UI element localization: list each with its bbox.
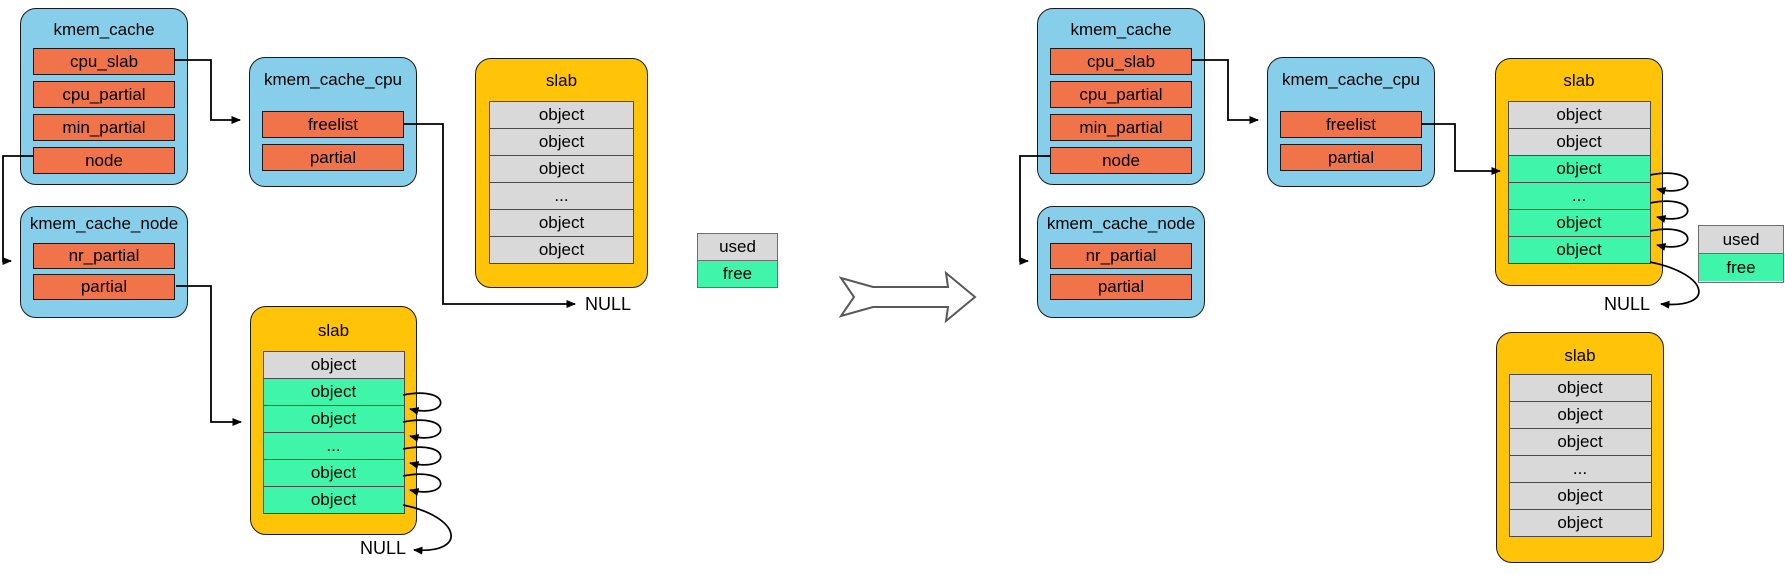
struct-title: kmem_cache_node <box>1046 214 1196 233</box>
field-row-freelist: freelist <box>262 111 404 138</box>
object-row: object <box>263 405 404 432</box>
object-row-ellipsis: ... <box>490 182 633 209</box>
object-row: object <box>1508 155 1650 182</box>
object-row: object <box>1509 482 1651 509</box>
legend: used free <box>697 233 778 288</box>
object-row: object <box>263 352 404 378</box>
field-row-nr-partial: nr_partial <box>1050 243 1192 269</box>
slab-title: slab <box>1563 71 1595 90</box>
kmem-cache-node-box: kmem_cache_node nr_partial partial <box>1037 206 1205 318</box>
legend-free-row: free <box>698 261 777 287</box>
struct-title: kmem_cache <box>53 20 155 39</box>
slab-title: slab <box>317 321 350 340</box>
object-list: object object object ... object object <box>1508 374 1652 537</box>
field-row-partial: partial <box>1050 274 1192 300</box>
object-row-ellipsis: ... <box>1508 182 1650 209</box>
object-list: object object object ... object object <box>1507 101 1651 264</box>
legend-used-row: used <box>698 234 777 261</box>
field-row-node: node <box>1050 147 1192 174</box>
legend: used free <box>1698 225 1784 283</box>
object-row: object <box>490 236 633 263</box>
object-row: object <box>263 486 404 513</box>
object-row: object <box>490 102 633 128</box>
object-row: object <box>490 128 633 155</box>
field-row-cpu-partial: cpu_partial <box>1050 81 1192 108</box>
field-row-cpu-partial: cpu_partial <box>33 81 175 108</box>
slab-box-cpu: slab object object object ... object obj… <box>1495 58 1663 286</box>
field-row-min-partial: min_partial <box>33 114 175 141</box>
object-row: object <box>1509 401 1651 428</box>
null-label: NULL <box>585 294 632 314</box>
object-list: object object object ... object object <box>489 101 634 264</box>
field-row-min-partial: min_partial <box>1050 114 1192 141</box>
field-row-partial: partial <box>262 144 404 171</box>
struct-title: kmem_cache_cpu <box>264 70 402 89</box>
object-row: object <box>1508 236 1650 263</box>
object-row: object <box>263 459 404 486</box>
object-row-ellipsis: ... <box>1509 455 1651 482</box>
field-row-cpu-slab: cpu_slab <box>33 48 175 75</box>
null-label: NULL <box>1604 294 1651 314</box>
object-row: object <box>1509 428 1651 455</box>
struct-title: kmem_cache_cpu <box>1282 70 1420 89</box>
object-row: object <box>1508 128 1650 155</box>
object-row: object <box>490 209 633 236</box>
object-row: object <box>1509 375 1651 401</box>
field-row-node: node <box>33 147 175 174</box>
object-row: object <box>1509 509 1651 536</box>
struct-title: kmem_cache_node <box>29 214 179 233</box>
kmem-cache-cpu-box: kmem_cache_cpu freelist partial <box>1267 57 1435 187</box>
kmem-cache-cpu-box: kmem_cache_cpu freelist partial <box>249 57 417 187</box>
legend-free-row: free <box>1699 254 1783 281</box>
slab-box-partial: slab object object object ... object obj… <box>250 306 417 535</box>
slab-box-full: slab object object object ... object obj… <box>1496 332 1664 563</box>
field-row-partial: partial <box>1280 144 1422 171</box>
struct-title: kmem_cache <box>1070 20 1172 39</box>
kmem-cache-node-box: kmem_cache_node nr_partial partial <box>20 206 188 318</box>
field-row-partial: partial <box>33 274 175 300</box>
object-row: object <box>263 378 404 405</box>
slab-title: slab <box>1564 346 1596 365</box>
null-label: NULL <box>360 538 407 558</box>
kmem-cache-box: kmem_cache cpu_slab cpu_partial min_part… <box>1037 8 1205 185</box>
object-row: object <box>490 155 633 182</box>
field-row-nr-partial: nr_partial <box>33 243 175 269</box>
slab-title: slab <box>545 71 578 90</box>
object-row-ellipsis: ... <box>263 432 404 459</box>
field-row-freelist: freelist <box>1280 111 1422 138</box>
slab-box-cpu: slab object object object ... object obj… <box>475 58 648 288</box>
legend-used-row: used <box>1699 226 1783 254</box>
object-row: object <box>1508 209 1650 236</box>
object-row: object <box>1508 102 1650 128</box>
kmem-cache-box: kmem_cache cpu_slab cpu_partial min_part… <box>20 8 188 185</box>
object-list: object object object ... object object <box>262 351 405 514</box>
field-row-cpu-slab: cpu_slab <box>1050 48 1192 75</box>
